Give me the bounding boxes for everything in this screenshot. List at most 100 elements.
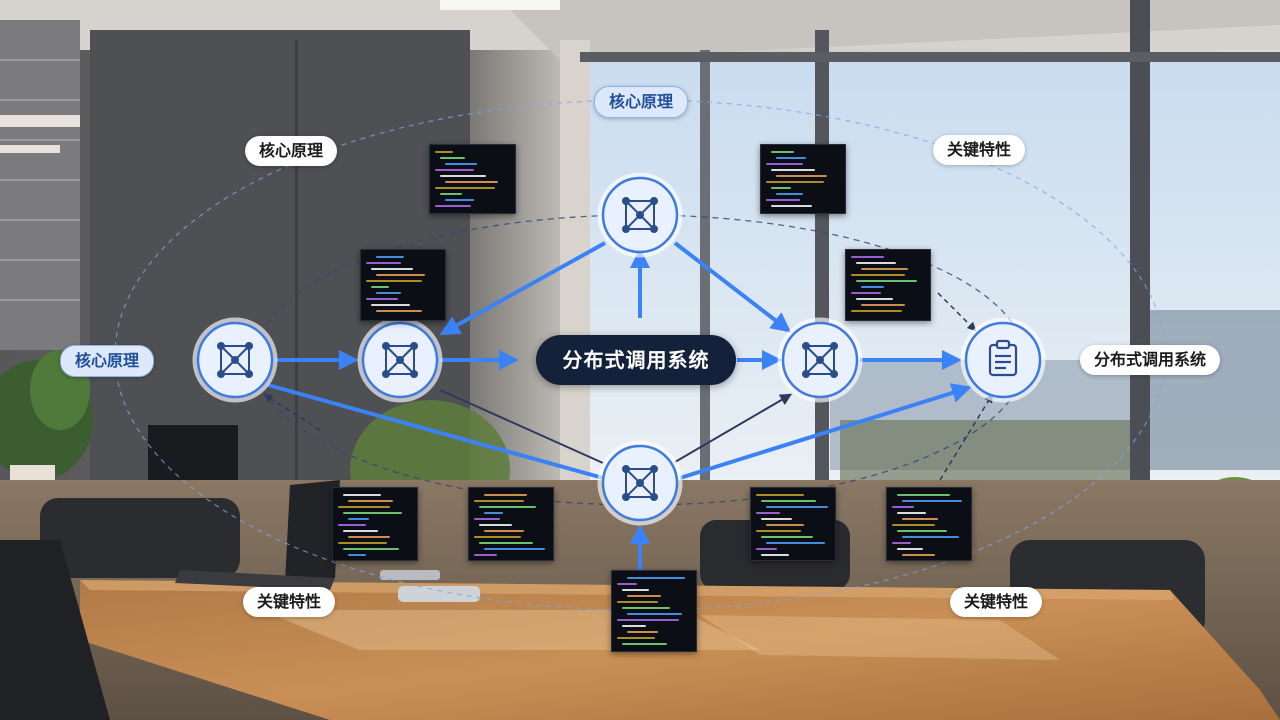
code-panel bbox=[845, 249, 931, 321]
code-line bbox=[892, 506, 914, 508]
code-line bbox=[766, 163, 803, 165]
node-n1[interactable] bbox=[192, 317, 278, 403]
code-line bbox=[902, 536, 959, 538]
code-line bbox=[627, 595, 661, 597]
code-line bbox=[756, 530, 801, 532]
label-principle-left: 核心原理 bbox=[60, 345, 155, 377]
clipboard-icon bbox=[988, 339, 1018, 377]
code-line bbox=[761, 518, 792, 520]
edge-n3-n4 bbox=[673, 241, 792, 333]
code-line bbox=[771, 169, 815, 171]
code-line bbox=[851, 256, 884, 258]
code-line bbox=[766, 199, 800, 201]
code-line bbox=[897, 512, 926, 514]
code-line bbox=[627, 577, 685, 579]
code-line bbox=[766, 181, 824, 183]
code-line bbox=[851, 274, 905, 276]
code-line bbox=[440, 193, 462, 195]
code-line bbox=[856, 298, 893, 300]
edge-code2-n6 bbox=[939, 393, 993, 481]
code-line bbox=[376, 310, 422, 312]
label-features-bottom-right: 关键特性 bbox=[950, 587, 1043, 617]
edge-n5-n6 bbox=[679, 383, 972, 480]
network-icon bbox=[622, 465, 658, 501]
code-line bbox=[776, 193, 803, 195]
node-n3[interactable] bbox=[597, 172, 683, 258]
code-line bbox=[371, 304, 410, 306]
code-line bbox=[343, 548, 399, 550]
code-line bbox=[766, 542, 825, 544]
code-line bbox=[435, 187, 495, 189]
code-line bbox=[856, 280, 917, 282]
code-line bbox=[366, 298, 398, 300]
code-line bbox=[897, 548, 923, 550]
network-icon bbox=[802, 342, 838, 378]
code-line bbox=[771, 151, 794, 153]
edge-code-n6 bbox=[937, 292, 977, 332]
code-line bbox=[371, 268, 413, 270]
code-line bbox=[343, 512, 402, 514]
code-line bbox=[776, 157, 806, 159]
code-panel bbox=[750, 487, 836, 561]
code-panel bbox=[468, 487, 554, 561]
code-line bbox=[484, 494, 527, 496]
code-line bbox=[622, 625, 646, 627]
code-line bbox=[861, 268, 908, 270]
network-icon bbox=[382, 342, 418, 378]
node-n2[interactable] bbox=[357, 317, 443, 403]
code-line bbox=[376, 274, 425, 276]
code-line bbox=[897, 494, 950, 496]
code-line bbox=[343, 530, 378, 532]
code-panel bbox=[886, 487, 972, 561]
code-line bbox=[756, 512, 780, 514]
code-line bbox=[435, 169, 474, 171]
edge-n3-n2 bbox=[439, 241, 606, 335]
code-line bbox=[474, 500, 524, 502]
label-principle-top: 核心原理 bbox=[594, 86, 689, 118]
code-line bbox=[861, 286, 884, 288]
code-line bbox=[371, 286, 389, 288]
code-line bbox=[761, 500, 816, 502]
label-features-top-right: 关键特性 bbox=[933, 135, 1026, 165]
code-line bbox=[348, 554, 366, 556]
code-line bbox=[756, 548, 777, 550]
code-line bbox=[445, 199, 474, 201]
code-line bbox=[892, 524, 935, 526]
code-line bbox=[856, 262, 896, 264]
code-line bbox=[479, 524, 512, 526]
code-line bbox=[348, 500, 393, 502]
code-line bbox=[776, 175, 827, 177]
node-n5[interactable] bbox=[597, 440, 683, 526]
code-line bbox=[902, 554, 935, 556]
code-line bbox=[440, 157, 465, 159]
code-line bbox=[366, 262, 401, 264]
code-line bbox=[627, 613, 682, 615]
code-line bbox=[851, 292, 881, 294]
code-line bbox=[338, 542, 387, 544]
code-line bbox=[348, 536, 390, 538]
code-line bbox=[348, 518, 369, 520]
code-panel bbox=[760, 144, 846, 214]
code-line bbox=[622, 607, 670, 609]
node-n6[interactable] bbox=[960, 317, 1046, 403]
node-n4[interactable] bbox=[777, 317, 863, 403]
edge-n1-n5 bbox=[267, 383, 604, 480]
code-line bbox=[771, 187, 791, 189]
code-panel bbox=[360, 249, 446, 321]
code-line bbox=[617, 583, 637, 585]
center-title-pill[interactable]: 分布式调用系统 bbox=[536, 335, 736, 385]
code-line bbox=[435, 151, 453, 153]
code-panel bbox=[332, 487, 418, 561]
code-line bbox=[474, 554, 497, 556]
label-system-right: 分布式调用系统 bbox=[1080, 345, 1221, 375]
edges bbox=[263, 241, 993, 570]
label-principle-top-left: 核心原理 bbox=[245, 136, 338, 166]
code-line bbox=[627, 631, 658, 633]
code-panel bbox=[429, 144, 516, 214]
code-line bbox=[761, 554, 789, 556]
code-panel bbox=[611, 570, 697, 652]
code-line bbox=[338, 524, 366, 526]
code-line bbox=[617, 601, 658, 603]
code-line bbox=[376, 292, 401, 294]
